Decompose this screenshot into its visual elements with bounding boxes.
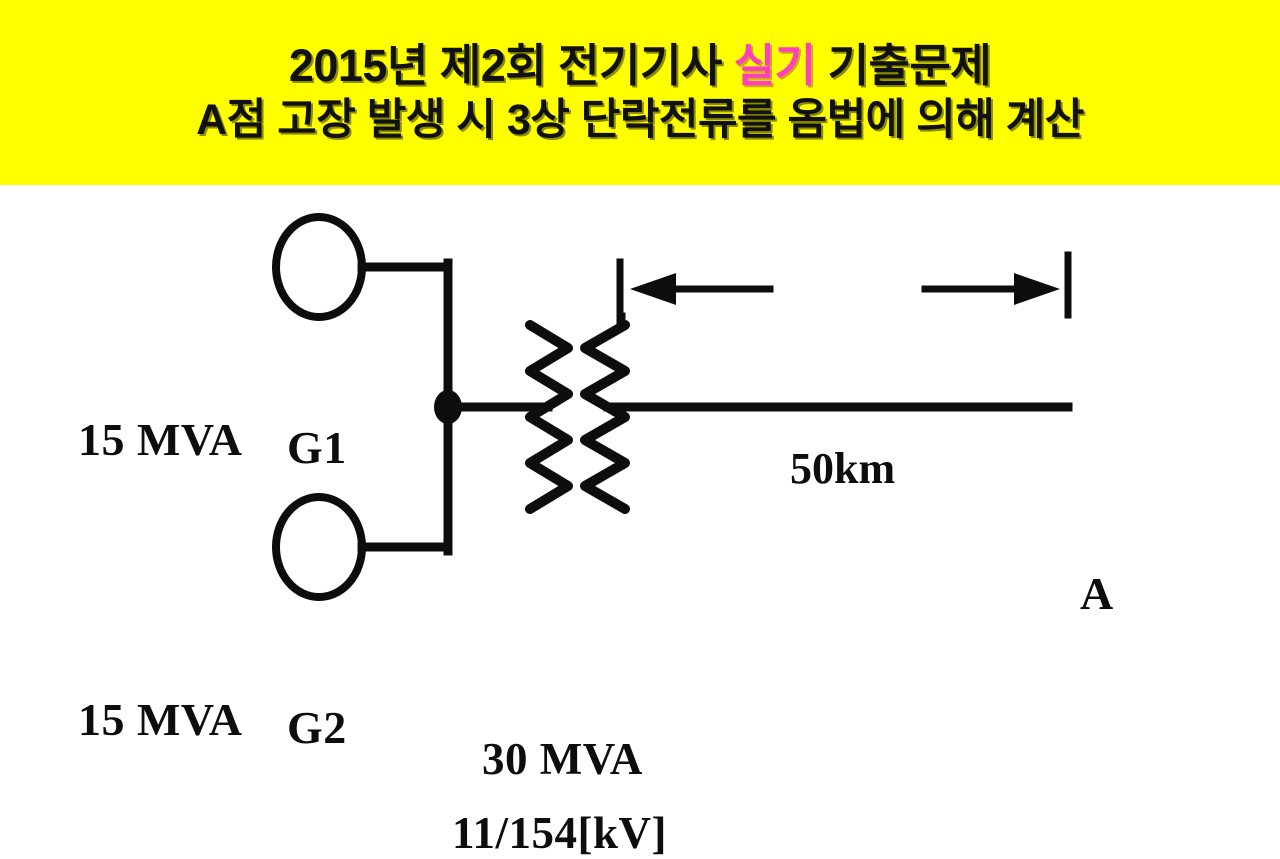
banner-title-prefix: 2015년 제2회 전기기사 (288, 39, 734, 91)
dimension-arrowhead-left (630, 273, 676, 305)
transformer-rating-label: 30 MVA (482, 734, 643, 784)
dimension-arrowhead-right (1014, 273, 1060, 305)
diagram-svg-canvas (272, 213, 1073, 601)
power-system-diagram: 15 MVA G1 15 MVA G2 50km 30 MVA 11/154[k… (0, 185, 1280, 858)
transformer-voltage-ratio-label: 11/154[kV] (452, 808, 668, 858)
generator-1-label: G1 (287, 422, 347, 473)
bus-junction-dot (434, 390, 462, 424)
banner-title-line-2: A점 고장 발생 시 3상 단락전류를 옴법에 의해 계산 (196, 95, 1084, 144)
banner-title-highlight: 실기 (733, 39, 816, 91)
transformer-secondary-coil (580, 320, 630, 514)
banner-title-line-1: 2015년 제2회 전기기사 실기 기출문제 (288, 39, 992, 91)
generator-2-label: G2 (287, 702, 347, 753)
fault-point-label: A (1080, 568, 1114, 619)
banner-title-suffix: 기출문제 (815, 39, 992, 91)
title-banner: 2015년 제2회 전기기사 실기 기출문제 A점 고장 발생 시 3상 단락전… (0, 0, 1280, 185)
transformer-primary-coil (525, 320, 573, 514)
generator-1-symbol-circle (272, 213, 366, 321)
transmission-line-length-label: 50km (790, 444, 896, 493)
generator-1-rating-label: 15 MVA (78, 414, 243, 465)
generator-2-symbol-circle (272, 493, 366, 601)
